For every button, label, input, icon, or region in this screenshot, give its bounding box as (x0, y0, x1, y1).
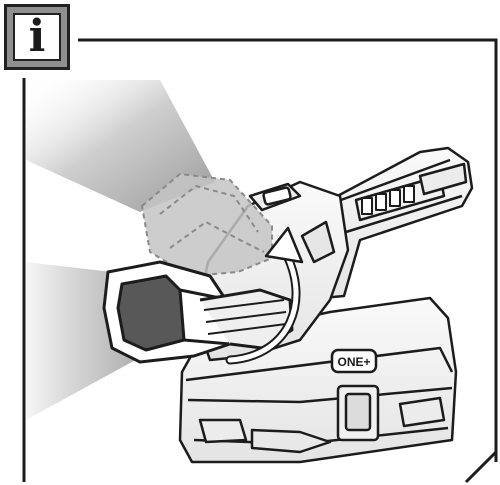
info-badge: i (4, 4, 70, 70)
power-button (262, 186, 292, 206)
light-beam-upward (26, 80, 215, 212)
handle-grip-ribs (361, 185, 415, 215)
lens-head (102, 260, 294, 364)
one-plus-badge: ONE+ (330, 348, 378, 374)
lens-glass (116, 274, 186, 352)
illustration-frame (22, 38, 498, 484)
battery-brand-label: ONE+ (337, 355, 370, 369)
ghost-light-head (141, 173, 273, 277)
info-icon: i (28, 11, 46, 62)
rotate-arrow-icon (225, 226, 304, 365)
info-badge-inner: i (13, 13, 61, 61)
